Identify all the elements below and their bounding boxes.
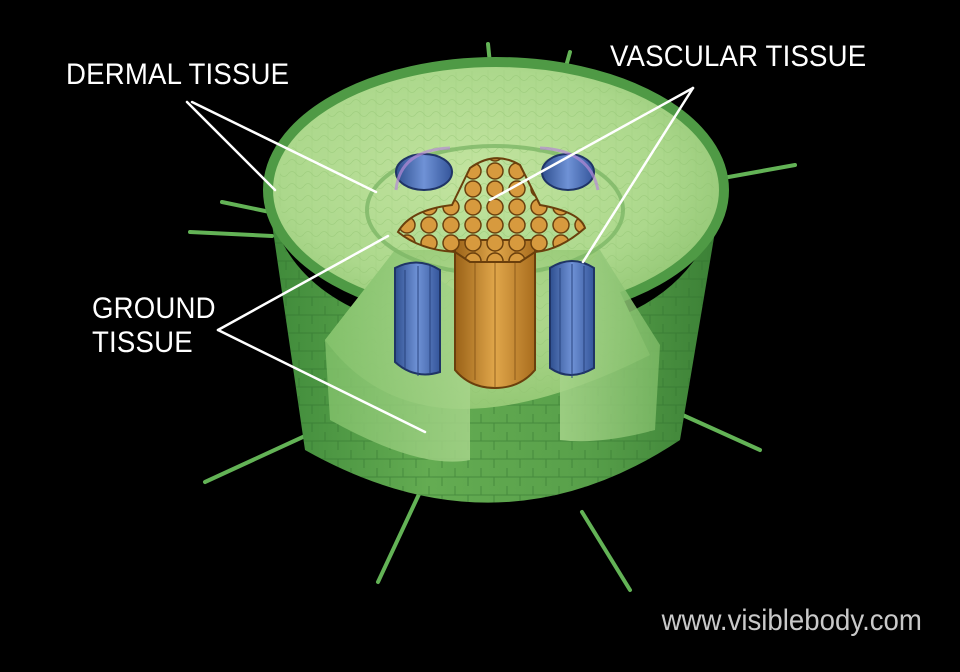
xylem-star-top bbox=[396, 157, 587, 263]
leader-lines bbox=[185, 86, 695, 434]
vascular-tissue-label: VASCULAR TISSUE bbox=[610, 40, 867, 73]
watermark-url: www.visiblebody.com bbox=[661, 604, 922, 637]
ground-leader-2 bbox=[216, 328, 427, 434]
ground-tissue-label-line2: TISSUE bbox=[92, 326, 193, 359]
vascular-leader-2 bbox=[581, 86, 695, 264]
ground-tissue-label: GROUND TISSUE bbox=[92, 292, 216, 360]
dermal-leader-2 bbox=[190, 100, 378, 194]
dermal-leader-1 bbox=[185, 100, 277, 192]
ground-leader-1 bbox=[216, 234, 390, 332]
vascular-leader-1 bbox=[488, 86, 695, 202]
dermal-tissue-label: DERMAL TISSUE bbox=[66, 58, 290, 91]
phloem-bundle-top-left bbox=[395, 153, 453, 191]
ground-tissue-label-line1: GROUND bbox=[92, 292, 216, 325]
phloem-bundle-top-right bbox=[541, 153, 595, 191]
vascular-cylinder bbox=[394, 146, 600, 390]
